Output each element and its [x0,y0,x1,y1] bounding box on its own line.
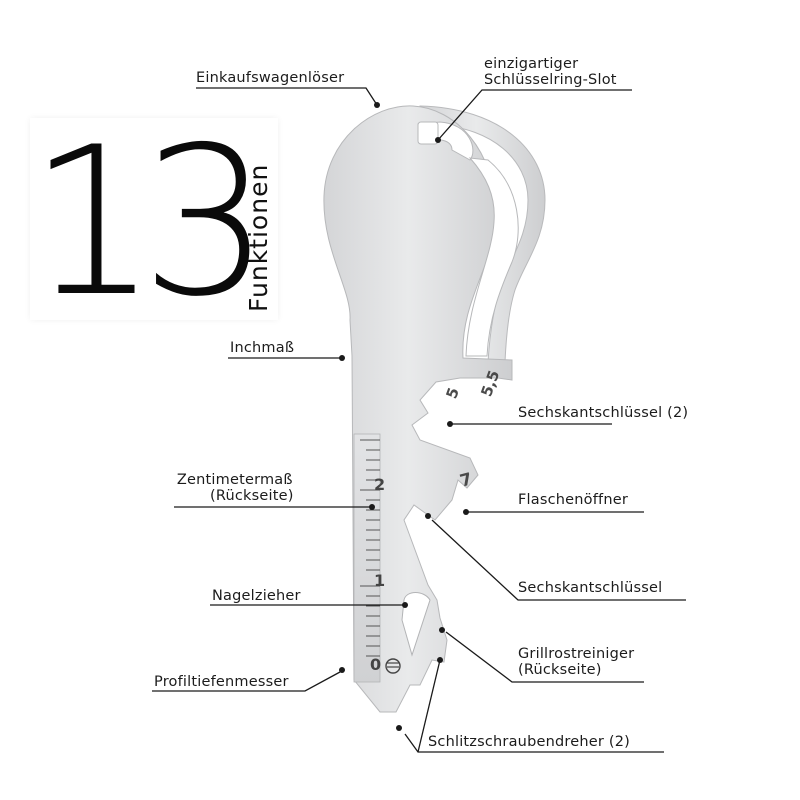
ruler-strip [353,433,381,683]
label-inchmass: Inchmaß [230,340,294,356]
label-zentimetermass: Zentimetermaß (Rückseite) [176,472,294,504]
ruler-ticks [360,439,380,657]
label-einkaufswagenloeser: Einkaufswagenlöser [196,70,344,86]
label-schlitzschraubendreher: Schlitzschraubendreher (2) [428,734,630,750]
headline-card [30,118,278,320]
label-grillrostreiniger: Grillrostreiniger (Rückseite) [518,646,634,678]
label-text-line1: Grillrostreiniger [518,646,635,662]
label-text-line1: einzigartiger [484,56,579,72]
label-text: Sechskantschlüssel [518,580,663,596]
hook-inner-gap [465,157,519,357]
hex-size-5: 5 [442,385,462,401]
headline-word: Funktionen [244,163,273,312]
headline-number: 13 [28,104,271,342]
nail-puller-slot [401,592,431,657]
ruler-number-0: 0 [370,655,381,674]
label-flaschenoeffner: Flaschenöffner [518,492,628,508]
label-profiltiefenmesser: Profiltiefenmesser [154,674,289,690]
label-text: Nagelzieher [212,588,301,604]
label-sechskantschluessel-2: Sechskantschlüssel (2) [518,405,688,421]
label-text: Sechskantschlüssel (2) [518,405,689,421]
label-nagelzieher: Nagelzieher [212,588,301,604]
ruler-number-2: 2 [374,475,385,494]
label-text-line2: (Rückseite) [518,662,602,678]
label-text-line2: (Rückseite) [210,488,294,504]
label-sechskantschluessel: Sechskantschlüssel [518,580,662,596]
label-schluesselring-slot: einzigartiger Schlüsselring-Slot [484,56,617,88]
label-text: Inchmaß [230,340,295,356]
screw-mark [385,658,401,674]
leader-lines [152,87,686,753]
label-text-line1: Zentimetermaß [176,472,293,488]
label-text: Einkaufswagenlöser [196,70,345,86]
hex-size-7: 7 [458,469,475,491]
label-text-line2: Schlüsselring-Slot [484,72,617,88]
label-text: Schlitzschraubendreher (2) [428,734,630,750]
label-text: Profiltiefenmesser [154,674,289,690]
label-text: Flaschenöffner [518,492,629,508]
ruler-number-1: 1 [374,571,385,590]
leader-dots [339,102,469,731]
